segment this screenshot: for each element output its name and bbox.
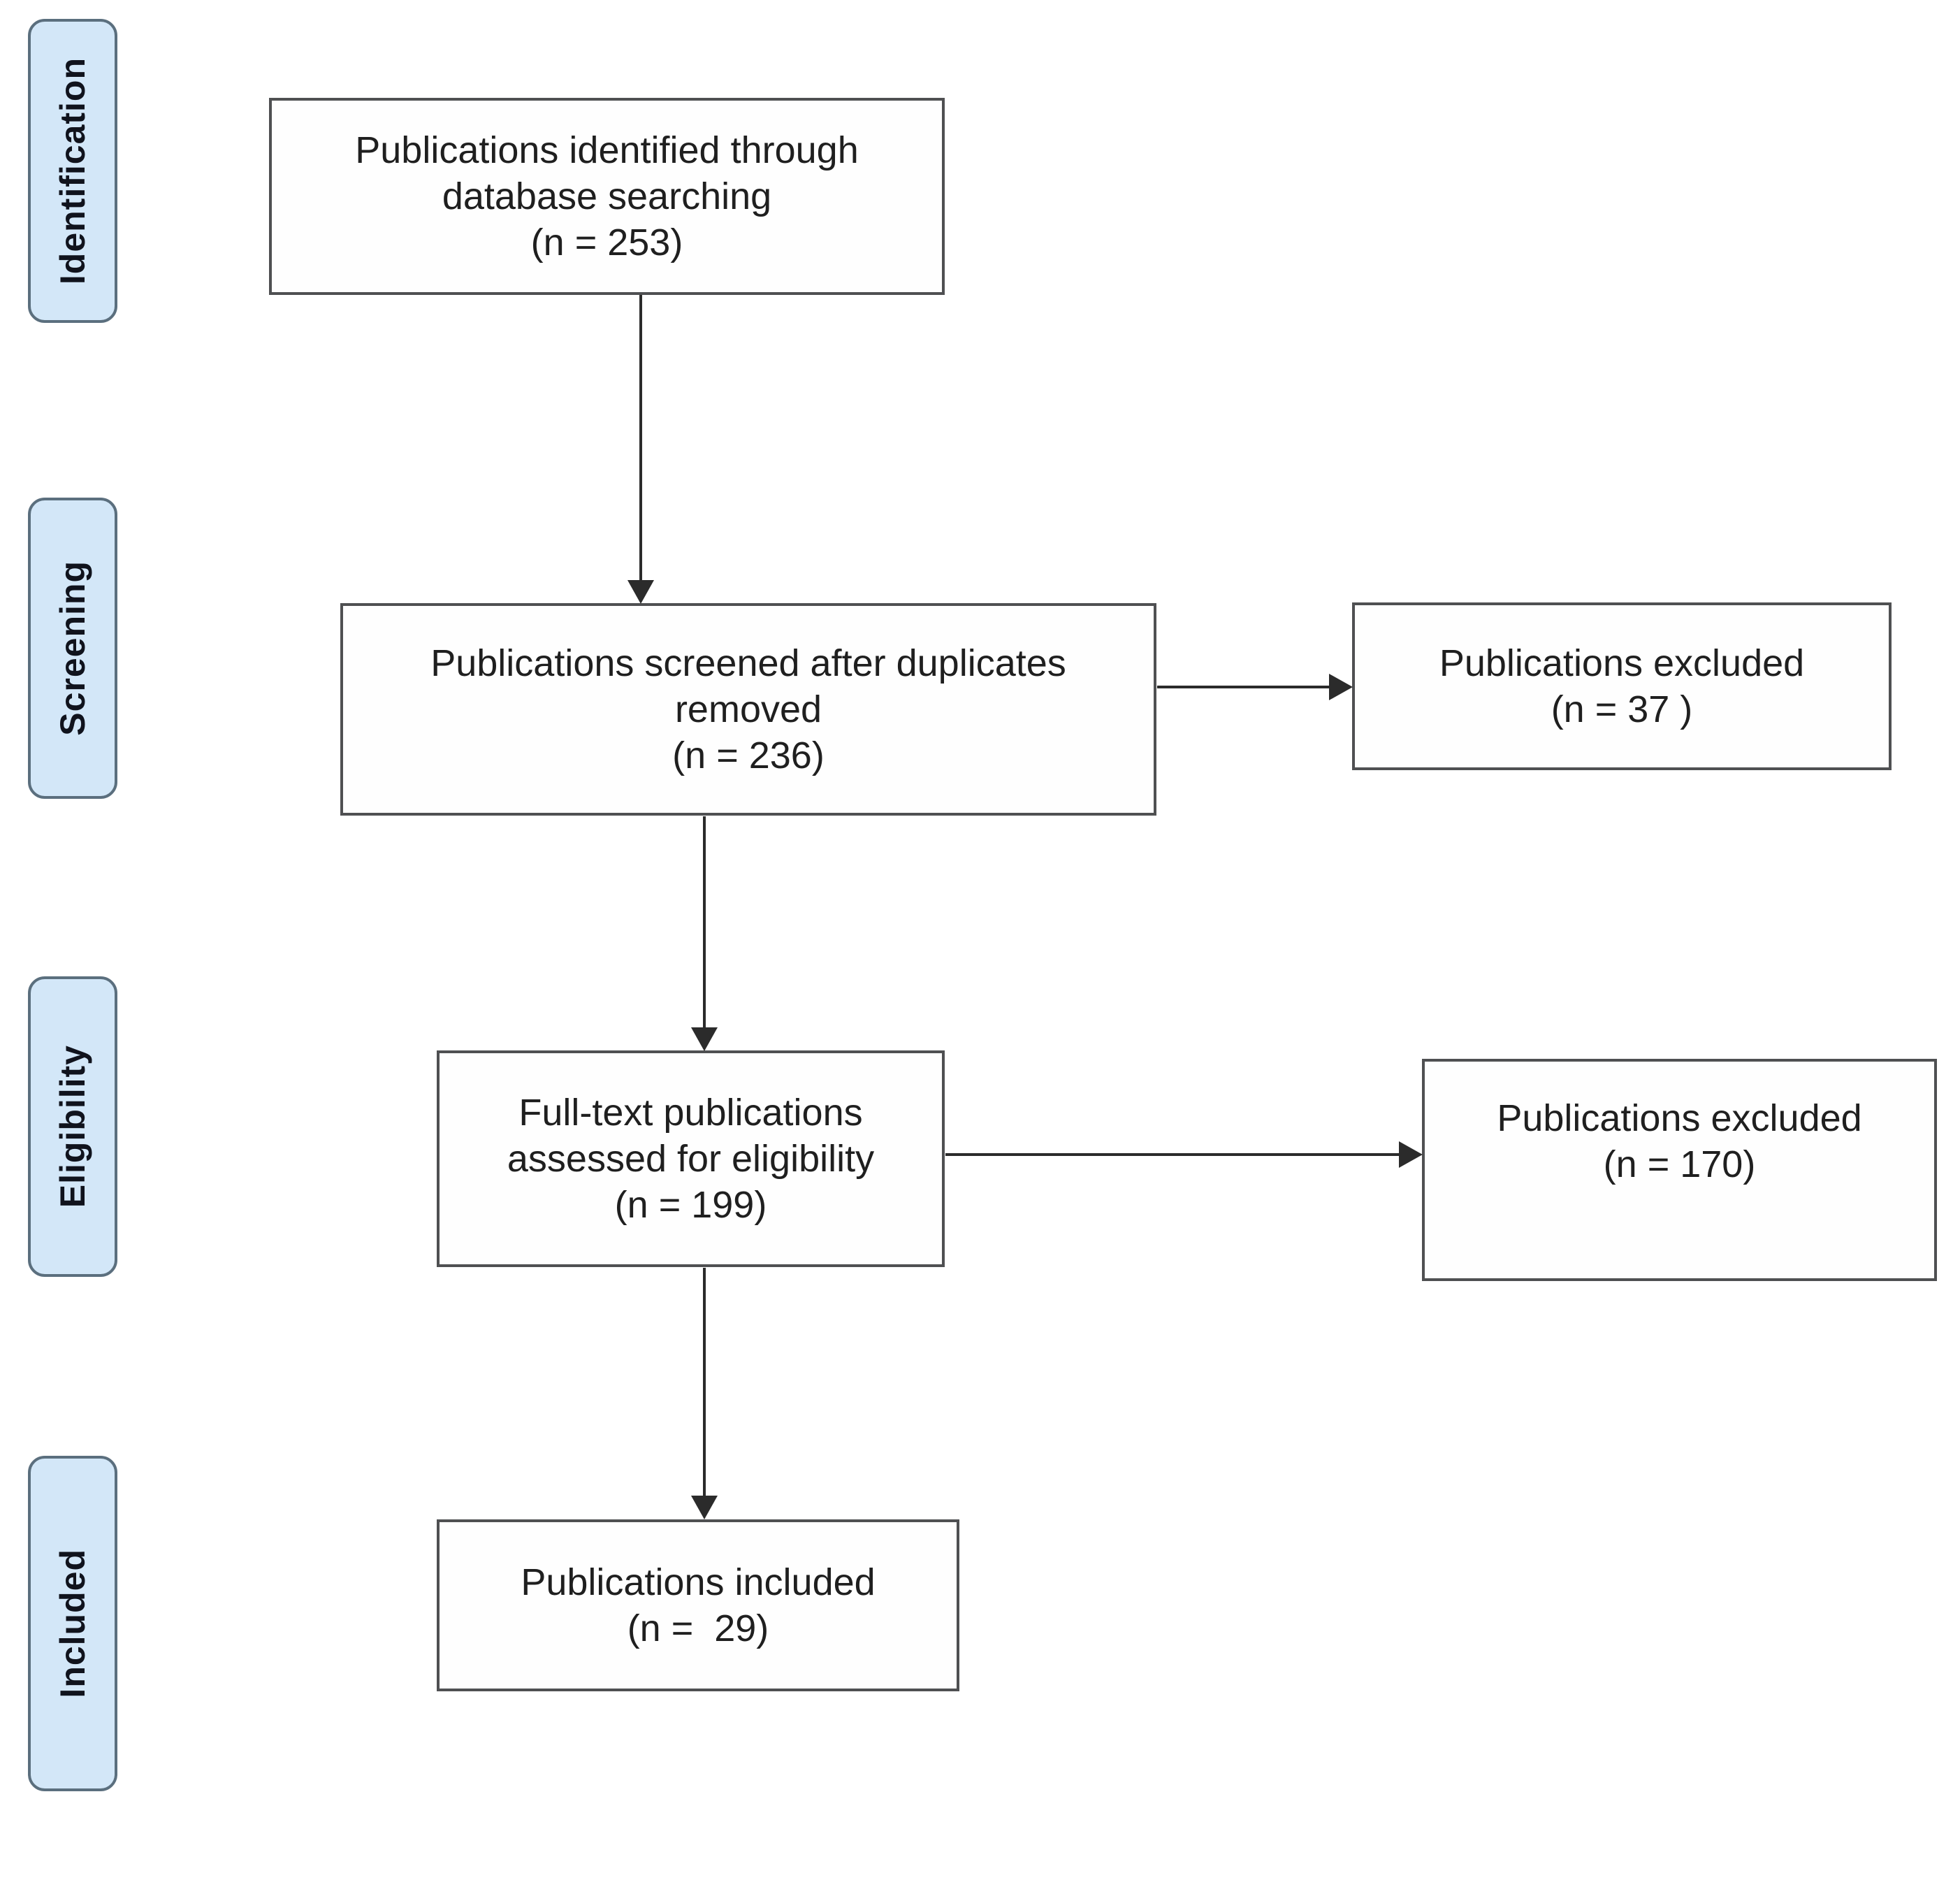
box-publications-excluded-screening-line: Publications excluded [1439,642,1805,684]
stage-included: Included [28,1456,117,1791]
box-publications-excluded-fulltext-line: Publications excluded [1497,1097,1862,1139]
box-fulltext-assessed-line: Full-text publications [518,1092,863,1134]
box-publications-excluded-fulltext: Publications excluded (n = 170) [1422,1059,1937,1281]
arrow-identified-to-screened [627,295,654,604]
box-publications-excluded-screening: Publications excluded (n = 37 ) [1352,602,1892,770]
arrow-screened-to-fulltext [691,816,718,1051]
box-publications-identified-count: (n = 253) [530,222,683,263]
arrow-fulltext-to-included [691,1268,718,1519]
arrow-fulltext-to-excluded [945,1141,1423,1168]
box-fulltext-assessed-count: (n = 199) [614,1184,767,1226]
stage-identification: Identification [28,19,117,323]
arrow-screened-to-excluded [1157,674,1353,700]
box-publications-included-line: Publications included [521,1561,876,1603]
box-publications-screened: Publications screened after duplicates r… [340,603,1156,816]
stage-screening-label: Screening [53,561,92,736]
box-publications-identified: Publications identified through database… [269,98,945,295]
stage-eligibility: Eligibility [28,976,117,1277]
box-publications-screened-count: (n = 236) [672,735,825,776]
box-publications-screened-line: Publications screened after duplicates [430,642,1066,684]
box-publications-included: Publications included (n = 29) [437,1519,959,1691]
box-publications-excluded-screening-count: (n = 37 ) [1551,688,1693,730]
box-publications-identified-line: Publications identified through [355,129,859,171]
stage-screening: Screening [28,498,117,799]
box-publications-screened-line: removed [674,688,822,730]
stage-identification-label: Identification [53,57,92,285]
box-fulltext-assessed: Full-text publications assessed for elig… [437,1050,945,1267]
stage-eligibility-label: Eligibility [53,1045,92,1208]
box-publications-identified-line: database searching [442,175,772,217]
stage-included-label: Included [53,1549,92,1698]
box-publications-included-count: (n = 29) [627,1607,769,1649]
box-fulltext-assessed-line: assessed for eligibility [507,1138,875,1180]
box-publications-excluded-fulltext-count: (n = 170) [1603,1143,1756,1185]
